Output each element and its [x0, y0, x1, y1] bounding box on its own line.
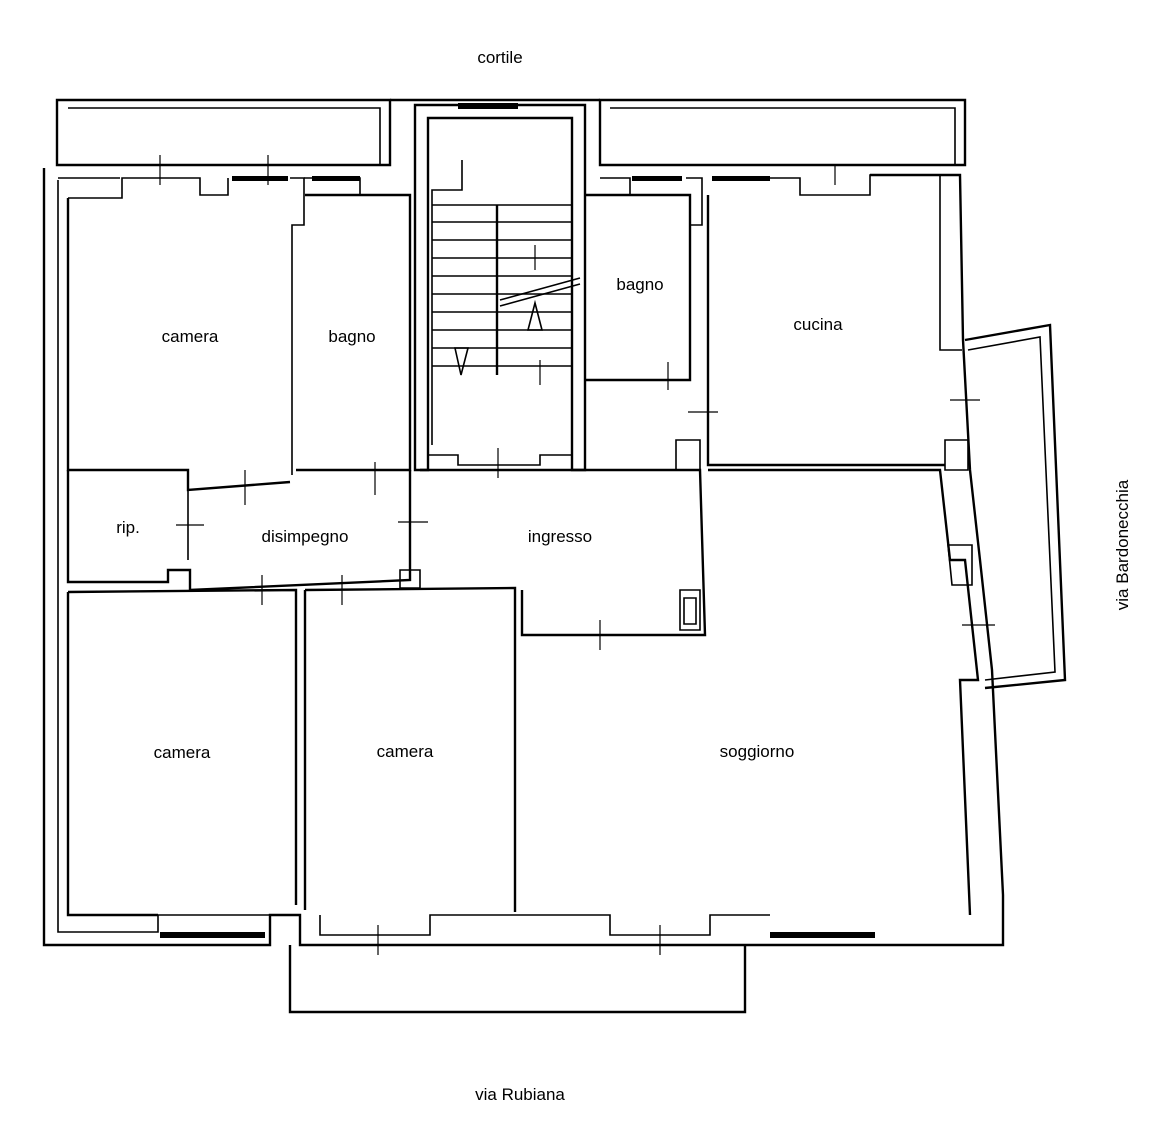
room-label-bagno-w: bagno: [328, 327, 375, 346]
stair-core: [413, 103, 587, 472]
stair-steps: [432, 204, 572, 367]
stair-up-arrow-icon: [526, 299, 544, 331]
room-label-ingresso: ingresso: [528, 527, 592, 546]
top-balcony: [55, 98, 967, 167]
street-label-bottom: via Rubiana: [475, 1085, 565, 1104]
room-label-camera-s: camera: [377, 742, 434, 761]
right-balcony: [964, 323, 1067, 690]
room-label-disimpegno: disimpegno: [262, 527, 349, 546]
interior-walls: [66, 174, 980, 938]
room-label-camera-sw: camera: [154, 743, 211, 762]
bottom-balcony: [288, 945, 747, 1014]
outer-walls: [42, 168, 1005, 947]
room-label-soggiorno: soggiorno: [720, 742, 795, 761]
stair-down-arrow-icon: [454, 347, 470, 376]
street-label-right: via Bardonecchia: [1113, 479, 1132, 610]
room-label-cucina: cucina: [793, 315, 843, 334]
courtyard-label: cortile: [477, 48, 522, 67]
room-label-camera-nw: camera: [162, 327, 219, 346]
room-label-bagno-e: bagno: [616, 275, 663, 294]
door-markers: [159, 155, 995, 955]
room-label-rip: rip.: [116, 518, 140, 537]
